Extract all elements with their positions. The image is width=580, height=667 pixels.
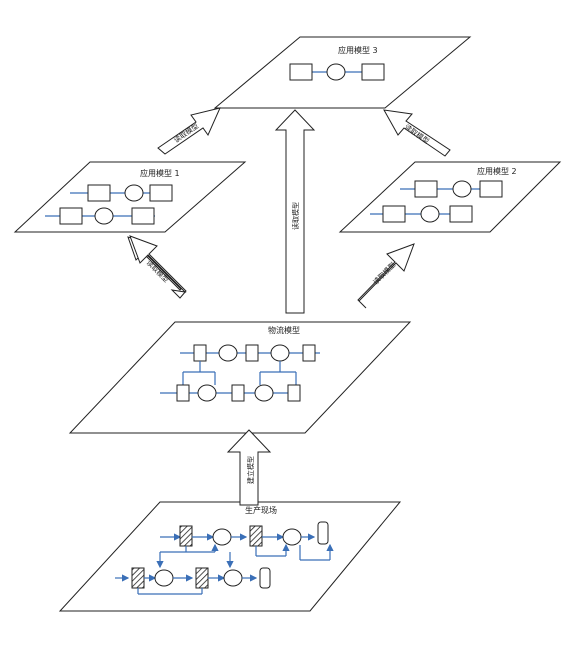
arrow-read-center-label: 读取模型 xyxy=(291,202,300,230)
arrow-build-model: 建立模型 xyxy=(226,429,272,506)
app-model-3-flow xyxy=(289,63,385,81)
arrow-read-model-left-upper: 读取模型 xyxy=(157,107,221,155)
app-model-2-plane: 应用模型 2 xyxy=(338,161,562,233)
arrow-read-model-left-lower: 读取模型 xyxy=(127,235,187,299)
app-model-1-plane: 应用模型 1 xyxy=(13,161,247,233)
arrow-read-right-upper-label: 读取模型 xyxy=(403,122,431,145)
app-model-1-flow xyxy=(45,184,173,225)
logistics-model-flow xyxy=(160,344,320,402)
hatched-machine xyxy=(131,567,145,589)
app-model-3-title: 应用模型 3 xyxy=(338,45,378,55)
app-model-3-plane: 应用模型 3 xyxy=(213,36,472,109)
process-box xyxy=(361,63,385,81)
storage-tank xyxy=(317,521,329,545)
arrow-read-model-right-lower: 读取模型 xyxy=(357,243,415,309)
hatched-machine xyxy=(195,567,209,589)
app-model-2-title: 应用模型 2 xyxy=(477,166,517,176)
arrow-build-label: 建立模型 xyxy=(246,456,255,484)
arrow-read-right-lower-label: 读取模型 xyxy=(371,260,397,286)
logistics-model-plane: 物流模型 xyxy=(68,321,412,434)
process-node xyxy=(326,63,346,81)
production-site-title: 生产现场 xyxy=(245,505,277,515)
storage-tank xyxy=(259,567,271,589)
arrow-read-model-right-upper: 读取模型 xyxy=(383,109,451,157)
production-site-plane: 生产现场 xyxy=(58,501,402,612)
app-model-1-title: 应用模型 1 xyxy=(140,168,180,178)
hatched-machine xyxy=(179,525,193,547)
hatched-machine xyxy=(249,525,263,547)
logistics-model-title: 物流模型 xyxy=(268,325,300,335)
production-site-flow xyxy=(115,521,334,595)
app-model-2-flow xyxy=(370,180,503,223)
arrow-read-model-center: 读取模型 xyxy=(274,109,316,314)
process-box xyxy=(289,63,313,81)
